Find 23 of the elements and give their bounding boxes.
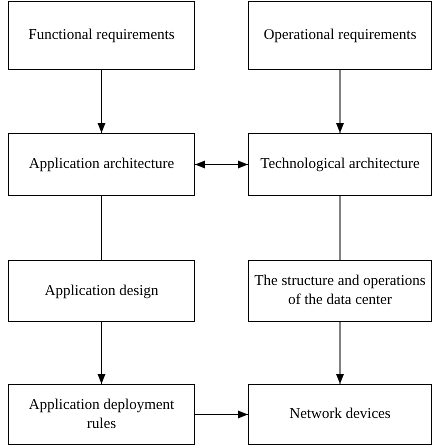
process-box (8, 133, 195, 196)
box-label: Application deployment rules (28, 396, 176, 434)
arrow (336, 70, 344, 134)
box-label: Operational requirements (264, 26, 416, 45)
box-label: Application design (44, 282, 158, 300)
arrow (194, 410, 248, 418)
arrow (98, 322, 106, 384)
process-box (248, 384, 432, 445)
connector-line (101, 196, 102, 260)
process-box (8, 260, 195, 322)
arrow (194, 160, 248, 168)
box-label: Network devices (289, 405, 391, 424)
arrow (98, 70, 106, 134)
box-label: Technological architecture (260, 155, 420, 174)
process-box (8, 1, 195, 70)
process-box (248, 133, 432, 196)
box-label: Application architecture (28, 155, 174, 174)
process-box (8, 384, 195, 445)
process-box (248, 1, 432, 70)
box-label: The structure and operations of the data center (253, 272, 427, 310)
box-label: Functional requirements (28, 26, 175, 45)
arrow (336, 322, 344, 384)
process-box (248, 260, 432, 322)
